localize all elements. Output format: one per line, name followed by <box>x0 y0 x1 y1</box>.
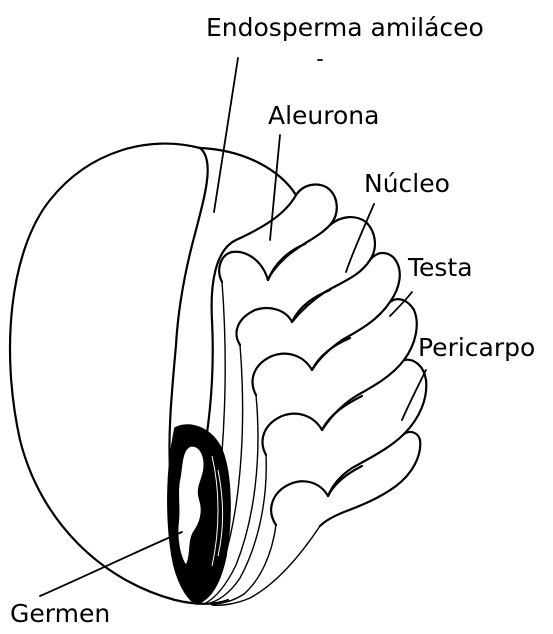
lobe-back-3 <box>312 338 350 370</box>
label-pericarpo: Pericarpo <box>418 333 535 362</box>
label-nucleo: Núcleo <box>364 169 450 198</box>
leader-germen <box>40 532 182 596</box>
lobe-back-1 <box>268 244 305 280</box>
fold-6 <box>320 432 420 526</box>
label-germen: Germen <box>10 599 110 628</box>
leader-endosperma <box>214 58 238 212</box>
lobe-back-2 <box>292 290 330 322</box>
label-aleurona: Aleurona <box>268 101 379 130</box>
endosperm-boundary <box>169 148 207 470</box>
leader-aleurona <box>270 135 280 240</box>
fold-1 <box>219 185 337 282</box>
label-testa: Testa <box>407 253 473 282</box>
fold-2 <box>236 217 374 345</box>
lobe-back-5 <box>328 466 362 496</box>
label-endosperma: Endosperma amiláceo <box>206 13 484 42</box>
endosperm-outer-line <box>200 148 296 195</box>
fold-4 <box>263 299 417 455</box>
leader-pericarpo <box>402 370 426 420</box>
lobe-back-4 <box>322 396 362 430</box>
fold-5 <box>271 360 426 525</box>
fold-3 <box>253 253 400 395</box>
